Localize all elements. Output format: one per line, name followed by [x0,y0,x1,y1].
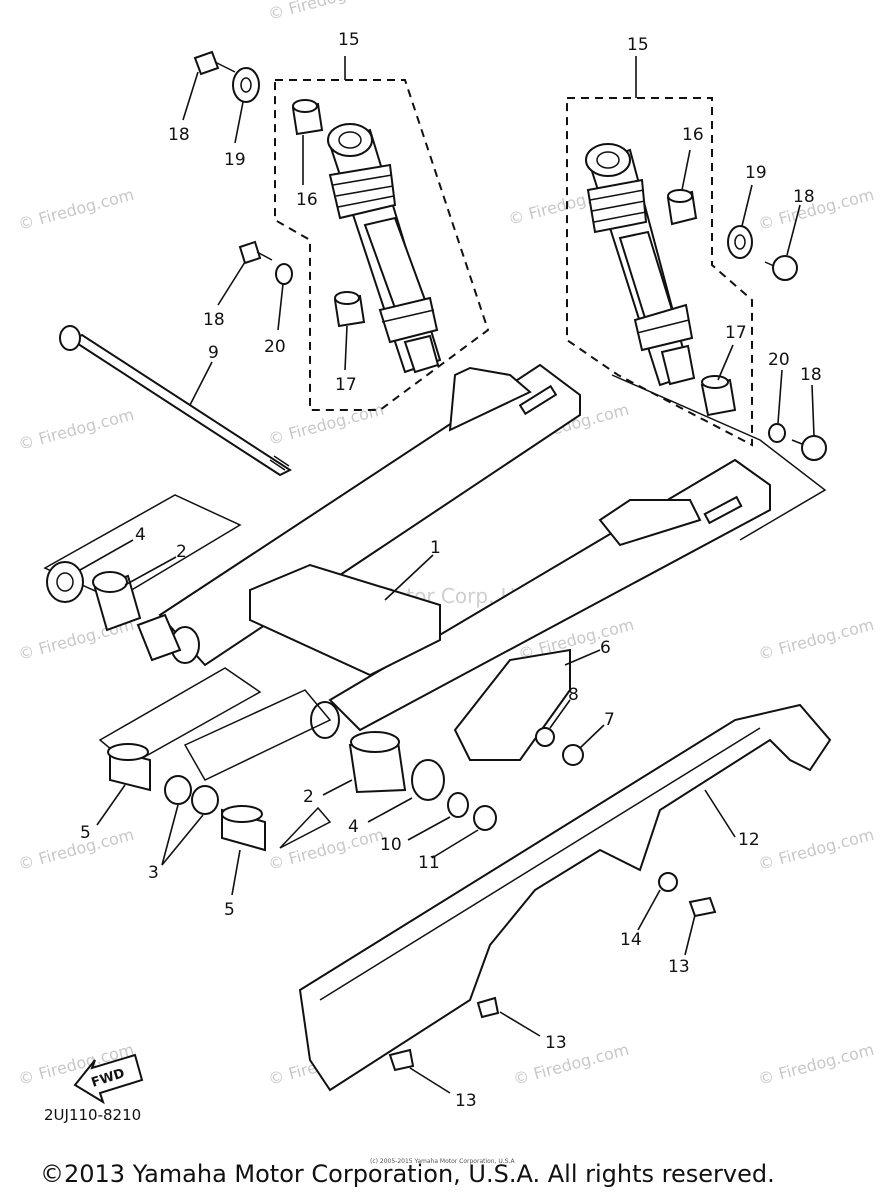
label-12: 12 [738,830,760,850]
pivot-shaft [59,325,293,477]
watermark: © Firedog.com [756,1040,876,1089]
label-13-a: 13 [668,957,690,977]
label-13-b: 13 [545,1033,567,1053]
part-labels: 15 15 18 19 16 18 20 17 16 19 18 17 20 1… [80,30,822,1111]
center-explode-box [183,689,332,781]
label-2-a: 2 [176,542,187,562]
label-14: 14 [620,930,642,950]
watermark: © Firedog.com [511,1040,631,1089]
label-19-a: 19 [224,150,246,170]
lower-explode-box [279,806,332,849]
label-18-c: 18 [793,187,815,207]
label-3: 3 [148,863,159,883]
label-15-right: 15 [627,35,649,55]
label-18-b: 18 [203,310,225,330]
nut-7 [562,744,584,766]
watermark: © Firedog.com [756,825,876,874]
watermark: © Firedog.com [756,185,876,234]
chain-puller [453,648,571,761]
leader-lines [79,56,815,1094]
label-15-left: 15 [338,30,360,50]
label-5-b: 5 [224,900,235,920]
label-10: 10 [380,835,402,855]
watermark: © Firedog.com [266,400,386,449]
pivot-parts-left [46,561,497,852]
label-17-right: 17 [725,323,747,343]
footer-copyright: ©2013 Yamaha Motor Corporation, U.S.A. A… [40,1160,775,1188]
label-4-b: 4 [348,817,359,837]
right-shock-group-box [566,97,753,447]
bushings [291,99,737,417]
label-16-right: 16 [682,125,704,145]
washer-8 [535,727,555,747]
label-19-b: 19 [745,163,767,183]
watermark: © Firedog.com [266,825,386,874]
watermark: © Firedog.com [16,185,136,234]
label-4-a: 4 [135,525,146,545]
right-shock-absorber [585,143,696,387]
label-18-d: 18 [800,365,822,385]
bolts-and-washers [193,50,827,461]
label-6: 6 [600,638,611,658]
label-1: 1 [430,538,441,558]
watermark: © Firedog.com [16,825,136,874]
label-9: 9 [208,343,219,363]
label-13-c: 13 [455,1091,477,1111]
label-16-left: 16 [296,190,318,210]
drawing-code: 2UJ110-8210 [44,1106,142,1124]
label-11: 11 [418,853,440,873]
left-shock-absorber [327,123,442,374]
label-5-a: 5 [80,823,91,843]
left-shock-group-box [274,79,490,411]
label-20-a: 20 [264,337,286,357]
swingarm [158,363,771,739]
chain-case [298,703,832,1092]
label-20-b: 20 [768,350,790,370]
right-explode-lines [611,374,827,541]
label-8: 8 [568,685,579,705]
label-18-a: 18 [168,125,190,145]
footer: (c) 2005-2015 Yamaha Motor Corporation, … [0,1158,890,1200]
label-17-left: 17 [335,375,357,395]
watermark: © Firedog.com [16,405,136,454]
footer-tiny-copyright: (c) 2005-2015 Yamaha Motor Corporation, … [370,1158,515,1165]
left-upper-explode-box [43,494,242,601]
watermark: © Firedog.com [266,0,386,24]
diagram-canvas: © Firedog.com © Firedog.com © Firedog.co… [16,0,876,1111]
label-2-b: 2 [303,787,314,807]
label-7: 7 [604,710,615,730]
watermark: © Firedog.com [756,615,876,664]
fwd-arrow: FWD [73,1053,144,1105]
